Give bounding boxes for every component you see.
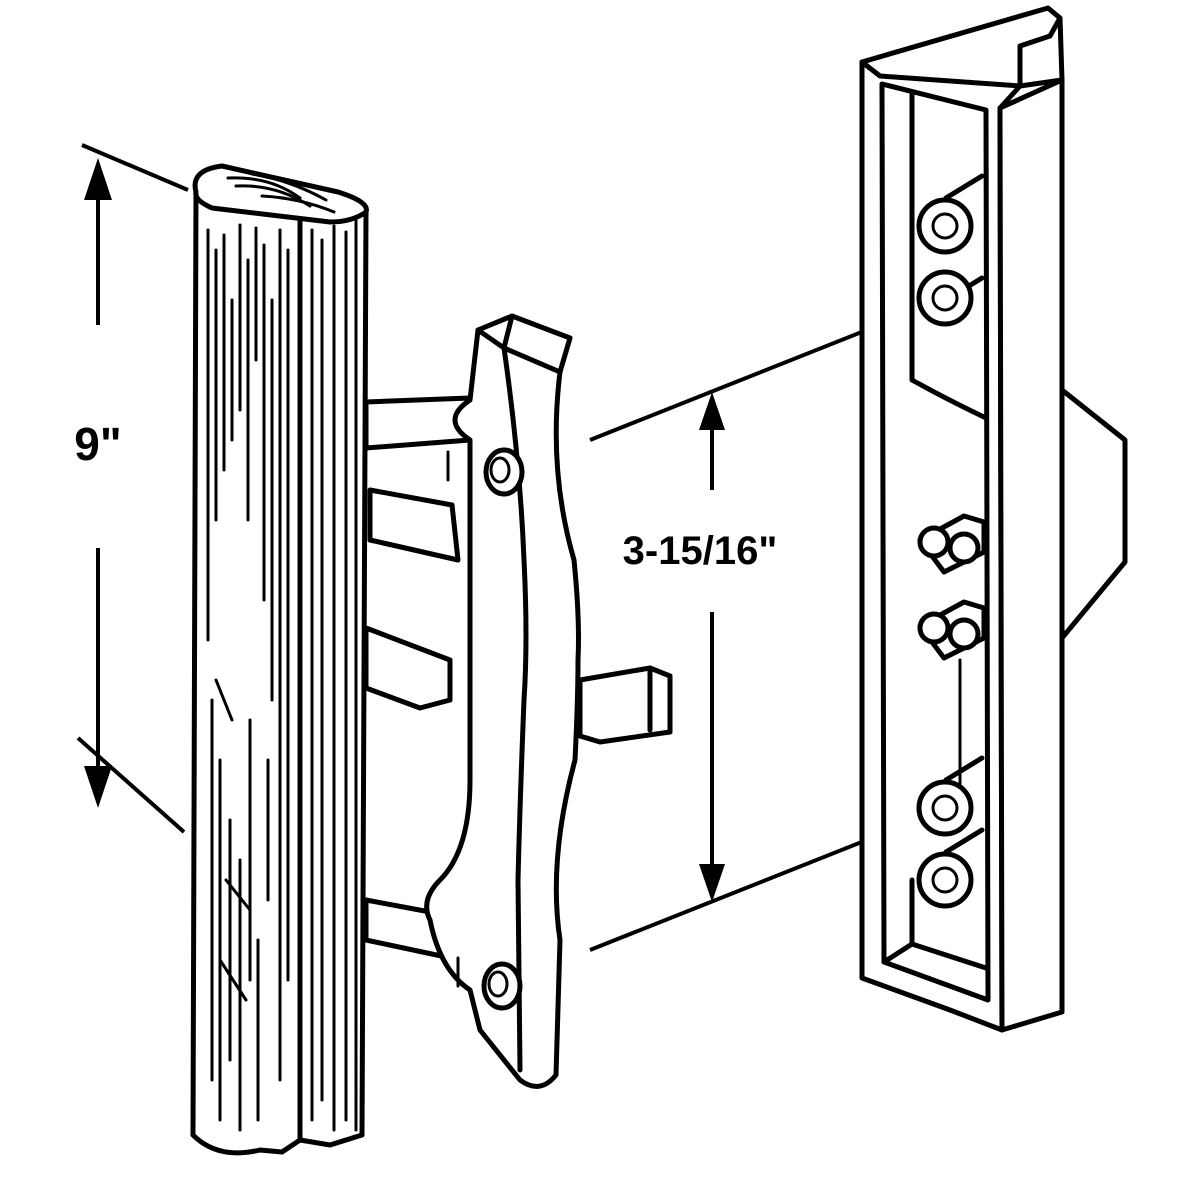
lever-upper-arm-inner <box>367 487 461 563</box>
wooden-pull-handle <box>190 163 369 1156</box>
height-extension-bottom <box>76 736 186 834</box>
boss-lower-2 <box>916 851 974 909</box>
spacing-arrow-down-icon <box>699 864 725 902</box>
pin-2 <box>947 531 981 565</box>
lever-plate-front-edge <box>501 313 529 1073</box>
pin-4 <box>947 617 981 651</box>
mounting-bracket-housing <box>859 5 1128 1033</box>
boss-upper-2 <box>916 269 974 327</box>
height-arrow-down-icon <box>84 766 112 808</box>
height-extension-top <box>81 143 189 192</box>
lever-spindle <box>577 665 673 745</box>
height-label: 9" <box>74 418 121 470</box>
pin-1 <box>917 525 951 559</box>
lever-latch-hook <box>363 625 453 711</box>
height-dimension: 9" <box>74 143 189 834</box>
lever-plate <box>424 313 581 1089</box>
housing-lower-bosses <box>916 755 985 909</box>
handle-end-grain <box>226 172 336 214</box>
housing-top-notch <box>1017 15 1063 89</box>
latch-lever <box>363 313 673 1089</box>
height-arrow-up-icon <box>84 158 112 200</box>
housing-middle-pins <box>917 513 987 661</box>
boss-upper-1 <box>916 197 974 255</box>
spacing-label: 3-15/16" <box>623 529 778 573</box>
handle-wood-grain <box>206 218 358 1132</box>
pin-3 <box>917 611 951 645</box>
spacing-arrow-up-icon <box>699 392 725 430</box>
housing-inner-back-wall <box>909 91 989 421</box>
boss-lower-1 <box>916 779 974 837</box>
housing-upper-bosses <box>916 173 985 327</box>
lever-plate-top-face <box>475 327 563 375</box>
